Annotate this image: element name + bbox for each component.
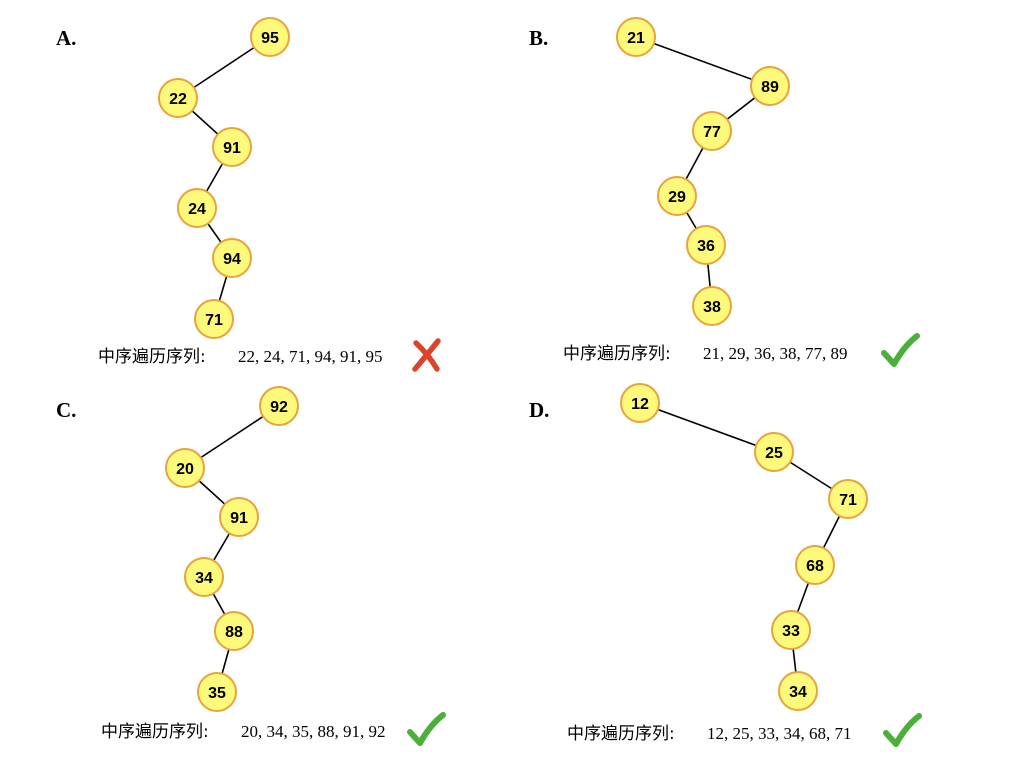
tree-node-value: 25 [765, 445, 783, 462]
tree-node-circle [771, 610, 811, 650]
tree-node-circle [177, 188, 217, 228]
tree-node-value: 24 [188, 201, 206, 218]
panel-label: A. [56, 26, 76, 50]
tree-node-value: 20 [176, 461, 194, 478]
tree-node-circle [686, 225, 726, 265]
tree-node: 88 [214, 611, 254, 651]
tree-node-value: 91 [230, 510, 248, 527]
panel-c: C. 92 20 91 34 88 35 中序遍历序列: 20, 34, 35, 88, 91,… [56, 386, 446, 746]
tree-node: 36 [686, 225, 726, 265]
inorder-sequence-values: 21, 29, 36, 38, 77, 89 [703, 344, 848, 363]
tree-node-value: 34 [789, 684, 807, 701]
tree-node: 71 [828, 479, 868, 519]
tree-node: 91 [219, 497, 259, 537]
tree-node: 95 [250, 17, 290, 57]
tree-node: 34 [778, 671, 818, 711]
tree-node: 12 [620, 383, 660, 423]
tree-edge [639, 402, 775, 453]
tree-node: 92 [259, 386, 299, 426]
tree-node: 77 [692, 111, 732, 151]
tree-node-circle [184, 557, 224, 597]
tree-node-circle [657, 176, 697, 216]
tree-node-value: 77 [703, 124, 721, 141]
tree-node: 24 [177, 188, 217, 228]
tree-node-circle [214, 611, 254, 651]
tree-node-value: 22 [169, 91, 187, 108]
tree-node-circle [194, 299, 234, 339]
tree-node-circle [828, 479, 868, 519]
inorder-sequence-label: 中序遍历序列: [567, 724, 675, 744]
tree-node-value: 92 [270, 399, 288, 416]
tree-edge [635, 36, 771, 87]
tree-node-value: 95 [261, 30, 279, 47]
tree-node: 38 [692, 286, 732, 326]
panel-label: C. [56, 398, 76, 422]
check-icon [407, 712, 446, 746]
inorder-sequence-label: 中序遍历序列: [101, 722, 209, 742]
tree-node-value: 12 [631, 396, 649, 413]
tree-node: 35 [197, 672, 237, 712]
tree-node-circle [616, 17, 656, 57]
tree-node: 20 [165, 448, 205, 488]
tree-node-circle [620, 383, 660, 423]
tree-node-circle [754, 432, 794, 472]
tree-node-circle [778, 671, 818, 711]
tree-node-circle [165, 448, 205, 488]
tree-node: 94 [212, 238, 252, 278]
panel-d: D. 12 25 71 68 33 34 中序遍历序列: 12, 25, 33, 34, 68,… [529, 383, 922, 747]
inorder-sequence-values: 12, 25, 33, 34, 68, 71 [707, 724, 852, 743]
tree-node-circle [219, 497, 259, 537]
tree-node: 33 [771, 610, 811, 650]
inorder-sequence-label: 中序遍历序列: [98, 347, 206, 367]
inorder-sequence-values: 22, 24, 71, 94, 91, 95 [238, 347, 383, 366]
tree-node-circle [692, 286, 732, 326]
tree-node-value: 34 [195, 570, 213, 587]
check-icon [881, 333, 920, 367]
inorder-sequence-label: 中序遍历序列: [563, 344, 671, 364]
panel-label: B. [529, 26, 548, 50]
panel-label: D. [529, 398, 549, 422]
tree-node: 68 [795, 545, 835, 585]
check-icon [883, 713, 922, 747]
tree-node-value: 88 [225, 624, 243, 641]
cross-icon [412, 338, 441, 372]
tree-node-circle [197, 672, 237, 712]
panel-a: A. 95 22 91 24 94 71 中序遍历序列: 22, 24, 71, 94, 91,… [56, 17, 441, 372]
tree-node-value: 71 [839, 492, 857, 509]
tree-node: 22 [158, 78, 198, 118]
tree-node-circle [212, 127, 252, 167]
tree-node-circle [212, 238, 252, 278]
tree-node-value: 33 [782, 623, 800, 640]
tree-node-circle [750, 66, 790, 106]
tree-node-value: 89 [761, 79, 779, 96]
tree-node: 25 [754, 432, 794, 472]
tree-node-value: 38 [703, 299, 721, 316]
tree-node: 21 [616, 17, 656, 57]
tree-node: 29 [657, 176, 697, 216]
tree-node-circle [158, 78, 198, 118]
tree-node-value: 29 [668, 189, 686, 206]
tree-node-value: 35 [208, 685, 226, 702]
tree-node-circle [795, 545, 835, 585]
tree-node-value: 21 [627, 30, 645, 47]
tree-node-circle [250, 17, 290, 57]
tree-node-value: 71 [205, 312, 223, 329]
tree-node-value: 94 [223, 251, 241, 268]
tree-node: 91 [212, 127, 252, 167]
tree-node-circle [259, 386, 299, 426]
inorder-sequence-values: 20, 34, 35, 88, 91, 92 [241, 722, 386, 741]
tree-node-value: 68 [806, 558, 824, 575]
tree-node-value: 91 [223, 140, 241, 157]
tree-node: 34 [184, 557, 224, 597]
tree-node-circle [692, 111, 732, 151]
tree-node: 89 [750, 66, 790, 106]
panel-b: B. 21 89 77 29 36 38 中序遍历序列: 21, 29, 36, 38, 77,… [529, 17, 920, 367]
tree-node-value: 36 [697, 238, 715, 255]
tree-node: 71 [194, 299, 234, 339]
